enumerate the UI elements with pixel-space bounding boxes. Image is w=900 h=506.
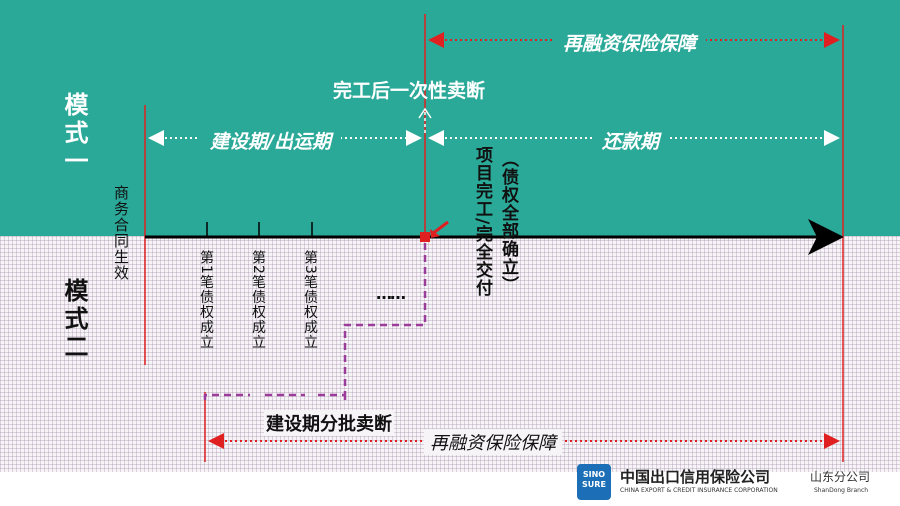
mode2-label: 模式二 (60, 278, 88, 362)
sinosure-logo: SINO SURE (577, 464, 611, 500)
batch-sale-staircase (203, 243, 427, 400)
repayment-period-label: 还款期 (592, 127, 670, 154)
company-name-cn: 中国出口信用保险公司 (620, 468, 771, 486)
completion-pointer-arrow (431, 220, 449, 236)
bottom-reinsurance-label: 再融资保险保障 (424, 429, 562, 455)
tranche-1-label: 第1笔债权成立 (198, 250, 214, 350)
footer-band (0, 472, 900, 506)
tranche-3-label: 第3笔债权成立 (302, 250, 318, 350)
ellipsis: …… (376, 284, 406, 303)
contract-effective-label: 商务合同生效 (112, 185, 130, 281)
one-time-sale-label: 完工后一次性卖断 (333, 80, 486, 102)
mode2-band (0, 236, 900, 472)
completion-marker (420, 232, 430, 242)
top-reinsurance-label: 再融资保险保障 (553, 29, 707, 56)
mode1-label: 模式一 (60, 92, 88, 176)
completion-note: 项目完工/完全交付 (472, 146, 492, 298)
branch-name-cn: 山东分公司 (810, 470, 871, 484)
completion-note-paren: （债权全部确立） (498, 150, 518, 294)
tranche-2-label: 第2笔债权成立 (250, 250, 266, 350)
company-name-en: CHINA EXPORT & CREDIT INSURANCE CORPORAT… (620, 487, 778, 494)
branch-name-en: ShanDong Branch (814, 487, 869, 494)
construction-period-label: 建设期/出运期 (200, 127, 341, 154)
batch-sale-label: 建设期分批卖断 (264, 410, 394, 436)
